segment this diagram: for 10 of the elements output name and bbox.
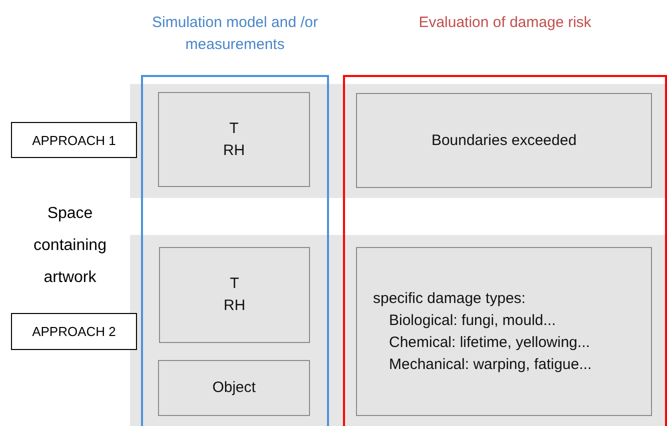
parameter-box: Boundaries exceeded [356, 93, 652, 188]
damage-types-box: specific damage types: Biological: fungi, mould... Chemical: lifetime, yellowing... Mechanical: warping, fatigue... [356, 247, 652, 416]
column-heading: Simulation model and /or measurements [151, 13, 319, 55]
column-heading: Evaluation of damage risk [418, 13, 592, 33]
parameter-box: Object [158, 360, 310, 416]
approach-label: APPROACH 1 [11, 122, 137, 158]
parameter-box: T RH [158, 92, 310, 187]
approach-label: APPROACH 2 [11, 313, 137, 350]
parameter-box: T RH [159, 247, 310, 343]
side-label: Space containing artwork [32, 204, 108, 288]
